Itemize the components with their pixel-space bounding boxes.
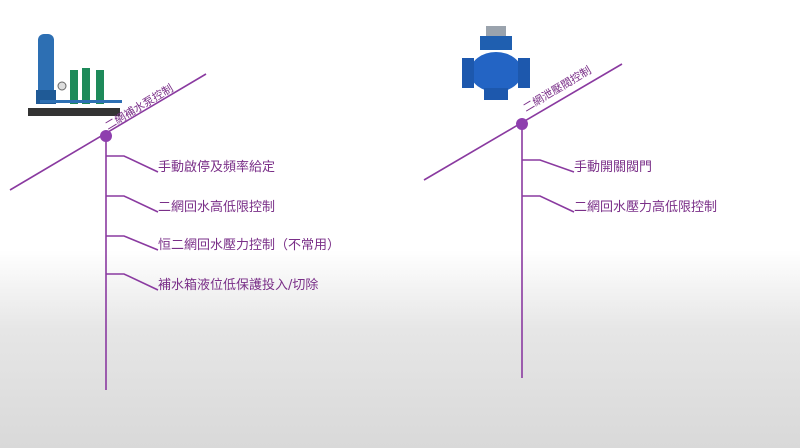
right-branch-1 — [522, 159, 575, 173]
valve-image — [462, 26, 530, 100]
left-branch-2 — [106, 195, 159, 213]
left-item-2: 二網回水高低限控制 — [158, 199, 275, 215]
left-branch-1 — [106, 155, 159, 173]
left-branch-3 — [106, 235, 159, 251]
left-branch-4 — [106, 273, 159, 291]
right-node — [516, 118, 528, 130]
left-item-3: 恒二網回水壓力控制（不常用） — [158, 238, 340, 253]
right-branch-2 — [522, 195, 575, 213]
pump-unit-image — [28, 34, 122, 116]
right-item-2: 二網回水壓力高低限控制 — [574, 199, 717, 215]
right-diagonal-label: 二網泄壓閥控制 — [520, 63, 593, 115]
left-item-1: 手動啟停及頻率給定 — [158, 159, 275, 175]
left-diagonal-label: 二網補水泵控制 — [102, 81, 175, 133]
right-item-1: 手動開關閥門 — [574, 160, 652, 175]
left-node — [100, 130, 112, 142]
left-item-4: 補水箱液位低保護投入/切除 — [158, 277, 318, 293]
